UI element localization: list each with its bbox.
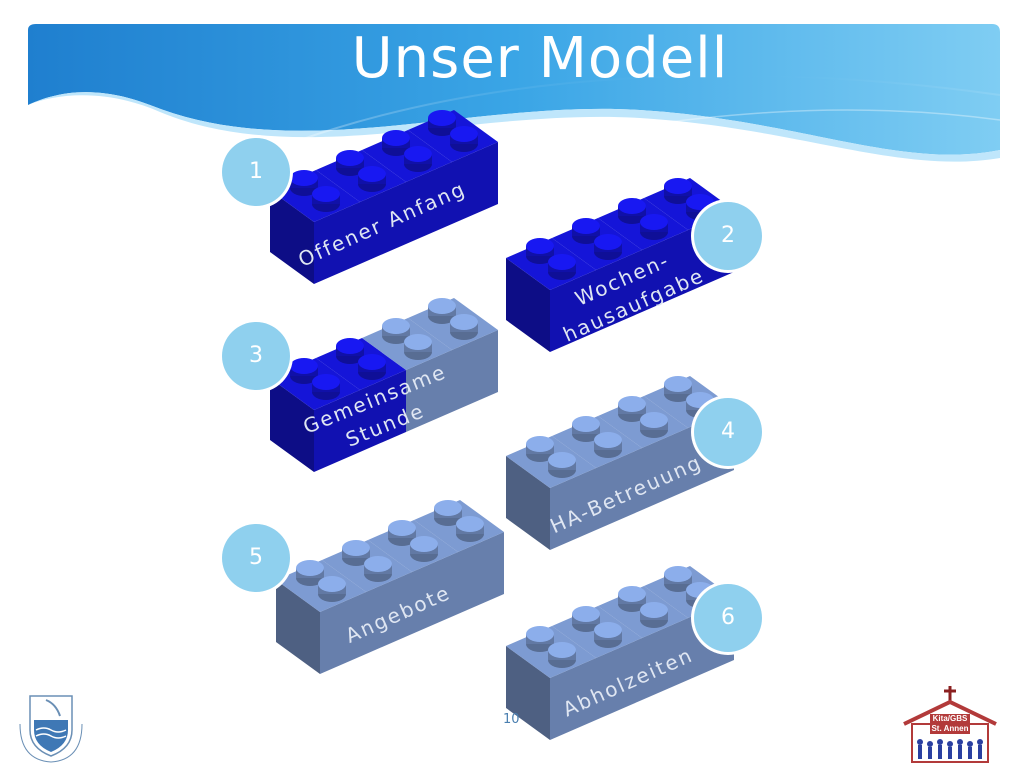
brick-front-face — [360, 182, 406, 264]
brick-stud — [410, 536, 438, 562]
brick-stud — [548, 254, 576, 280]
brick-front-face — [642, 230, 688, 312]
brick-stud — [290, 170, 318, 196]
brick-stud — [664, 566, 692, 592]
brick-front-face — [458, 532, 504, 614]
brick-stud — [358, 166, 386, 192]
step-number-badge: 4 — [694, 398, 762, 466]
brick-front-face — [366, 572, 412, 654]
brick-side-face — [270, 190, 314, 284]
brick-front-face — [406, 162, 452, 244]
brick-stud — [594, 234, 622, 260]
brick-stud — [428, 298, 456, 324]
slide-title: Unser Modell — [351, 26, 729, 91]
brick-stud — [364, 556, 392, 582]
brick-stud — [290, 358, 318, 384]
brick-stud — [594, 622, 622, 648]
logo-text-line2: St. Annen — [931, 724, 969, 733]
brick-stud — [450, 314, 478, 340]
brick-front-face — [314, 390, 360, 472]
lego-brick-icon — [506, 376, 734, 550]
brick-stud — [456, 516, 484, 542]
brick-stud — [618, 396, 646, 422]
brick-front-face — [452, 330, 498, 412]
brick-angebote: Angebote — [268, 500, 528, 708]
brick-front-face — [452, 142, 498, 224]
brick-offener-anfang: Offener Anfang — [262, 110, 522, 318]
brick-stud — [618, 198, 646, 224]
lego-brick-icon — [270, 110, 498, 284]
brick-stud — [336, 338, 364, 364]
brick-stud — [404, 146, 432, 172]
brick-stud — [382, 318, 410, 344]
brick-gemeinsame-stunde: Gemeinsame Stunde — [262, 298, 522, 506]
brick-side-face — [506, 646, 550, 740]
logo-text-line1: Kita/GBS — [932, 714, 968, 723]
brick-stud — [640, 412, 668, 438]
brick-front-face — [412, 552, 458, 634]
brick-side-face — [276, 580, 320, 674]
brick-stud — [318, 576, 346, 602]
brick-stud — [548, 452, 576, 478]
brick-stud — [404, 334, 432, 360]
brick-stud — [640, 214, 668, 240]
brick-front-face — [596, 638, 642, 720]
brick-front-face — [360, 370, 406, 452]
brick-side-face — [270, 378, 314, 472]
church-house-icon: Kita/GBS St. Annen — [898, 684, 1002, 764]
brick-front-face — [406, 350, 452, 432]
brick-stud — [450, 126, 478, 152]
brick-stud — [664, 178, 692, 204]
step-number-badge: 2 — [694, 202, 762, 270]
brick-front-face — [550, 468, 596, 550]
brick-front-face — [550, 270, 596, 352]
school-crest-icon — [16, 690, 100, 764]
brick-stud — [312, 374, 340, 400]
brick-side-face — [506, 456, 550, 550]
step-number-badge: 1 — [222, 138, 290, 206]
lego-brick-icon — [270, 298, 498, 472]
brick-side-face — [506, 258, 550, 352]
step-number-badge: 6 — [694, 584, 762, 652]
brick-stud — [526, 238, 554, 264]
lego-brick-icon — [276, 500, 504, 674]
brick-front-face — [314, 202, 360, 284]
brick-stud — [388, 520, 416, 546]
brick-stud — [526, 436, 554, 462]
step-number-badge: 5 — [222, 524, 290, 592]
brick-front-face — [596, 250, 642, 332]
header-wave-band — [28, 24, 1001, 162]
brick-front-face — [596, 448, 642, 530]
lego-brick-icon — [506, 178, 734, 352]
brick-stud — [358, 354, 386, 380]
page-number: 10 — [503, 712, 520, 727]
brick-stud — [572, 416, 600, 442]
brick-stud — [434, 500, 462, 526]
step-number-badge: 3 — [222, 322, 290, 390]
brick-stud — [526, 626, 554, 652]
brick-front-face — [320, 592, 366, 674]
brick-ha-betreuung: HA-Betreuung — [498, 376, 758, 584]
brick-stud — [342, 540, 370, 566]
brick-stud — [336, 150, 364, 176]
brick-stud — [548, 642, 576, 668]
brick-stud — [312, 186, 340, 212]
brick-stud — [296, 560, 324, 586]
brick-wochenhausaufgabe: Wochen- hausaufgabe — [498, 178, 758, 386]
brick-stud — [618, 586, 646, 612]
brick-stud — [640, 602, 668, 628]
brick-front-face — [642, 618, 688, 700]
brick-stud — [382, 130, 410, 156]
brick-stud — [572, 606, 600, 632]
brick-front-face — [642, 428, 688, 510]
brick-stud — [594, 432, 622, 458]
brick-stud — [428, 110, 456, 136]
brick-stud — [572, 218, 600, 244]
brick-front-face — [550, 658, 596, 740]
brick-stud — [664, 376, 692, 402]
